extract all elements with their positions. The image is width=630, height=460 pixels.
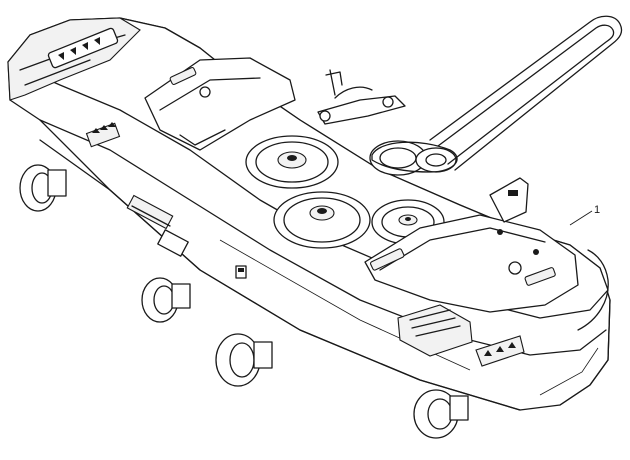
right-mount-bracket [489,177,529,223]
drive-belt [371,141,458,173]
gauge-wheel-mid-left [141,277,191,323]
cover-handle-left [169,66,197,86]
gauge-wheel-rear-left [215,333,273,387]
deck-front-skirt-lower [39,139,521,411]
deck-front-skirt [39,119,607,356]
pulley-center [273,191,371,249]
deck-right-end [577,249,609,331]
warning-decal-right [475,335,525,367]
belt-cover-handle [429,15,623,171]
warning-decal-left [85,122,121,148]
pulley-left [245,135,339,189]
cover-knob-right [508,261,522,275]
callout-label-1: 1 [594,204,600,216]
gauge-wheel-rear-right [413,389,469,439]
info-decal-small [235,265,247,279]
right-spindle-cover [364,214,579,313]
warning-decal-front [397,304,473,357]
cover-knob-left [199,86,211,98]
gauge-wheel-front-left [19,164,67,212]
deck-size-badge [157,229,189,257]
brand-logo-plate [47,27,119,69]
belt-tension-arm [317,69,406,125]
cover-handle-right [370,248,405,271]
callout-leader [569,210,593,226]
warning-decal-side [126,194,174,230]
